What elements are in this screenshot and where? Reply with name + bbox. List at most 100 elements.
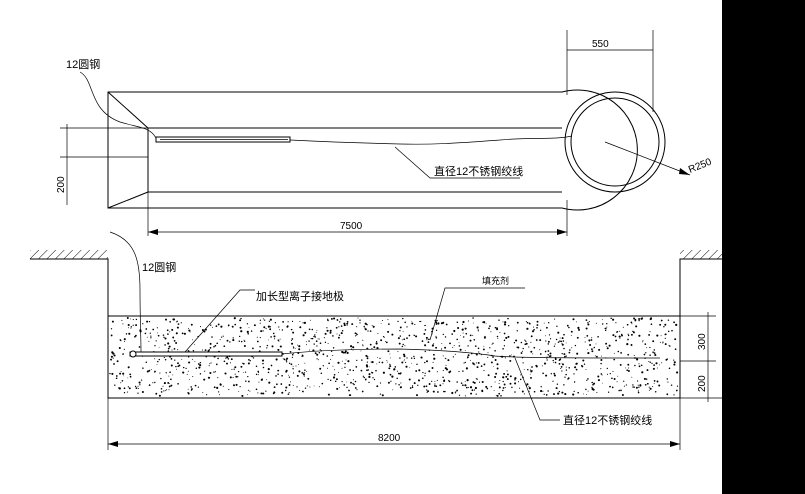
speckle-dot	[220, 336, 223, 338]
speckle-dot	[295, 365, 297, 367]
speckle-dot	[622, 326, 624, 328]
speckle-dot	[557, 392, 560, 395]
speckle-dot	[238, 340, 241, 342]
speckle-dot	[411, 322, 414, 325]
speckle-dot	[676, 371, 679, 374]
speckle-dot	[206, 394, 208, 396]
speckle-dot	[533, 390, 536, 393]
speckle-dot	[258, 374, 260, 376]
speckle-dot	[462, 336, 465, 338]
speckle-dot	[522, 362, 524, 364]
speckle-dot	[667, 330, 670, 333]
speckle-dot	[591, 387, 594, 391]
speckle-dot	[270, 336, 272, 338]
speckle-dot	[229, 362, 232, 364]
speckle-dot	[284, 389, 287, 392]
speckle-dot	[638, 365, 641, 368]
speckle-dot	[399, 357, 401, 359]
speckle-dot	[467, 356, 469, 358]
speckle-dot	[188, 361, 191, 364]
top-trench-outline	[107, 89, 638, 211]
speckle-dot	[260, 330, 263, 333]
speckle-dot	[558, 390, 561, 393]
speckle-dot	[655, 362, 658, 365]
speckle-dot	[565, 373, 567, 376]
speckle-dot	[188, 328, 189, 330]
speckle-dot	[577, 391, 580, 394]
speckle-dot	[504, 357, 506, 359]
speckle-dot	[343, 384, 346, 386]
speckle-dot	[443, 390, 445, 393]
speckle-dot	[344, 366, 346, 368]
speckle-dot	[282, 320, 285, 323]
speckle-dot	[612, 334, 615, 337]
speckle-dot	[390, 357, 392, 359]
speckle-dot	[632, 330, 634, 333]
speckle-dot	[606, 367, 608, 370]
speckle-dot	[154, 370, 156, 373]
speckle-dot	[543, 322, 545, 324]
speckle-dot	[473, 389, 476, 391]
speckle-dot	[561, 343, 564, 346]
speckle-dot	[408, 334, 411, 337]
speckle-dot	[123, 340, 126, 342]
speckle-dot	[653, 349, 656, 351]
speckle-dot	[316, 330, 318, 332]
speckle-dot	[275, 358, 278, 361]
speckle-dot	[273, 335, 276, 338]
speckle-dot	[361, 359, 363, 361]
speckle-dot	[630, 344, 633, 346]
speckle-dot	[366, 323, 368, 326]
speckle-dot	[391, 375, 394, 378]
speckle-dot	[240, 365, 243, 368]
speckle-dot	[203, 378, 206, 381]
speckle-dot	[413, 382, 416, 385]
speckle-dot	[247, 389, 249, 391]
speckle-dot	[660, 319, 663, 322]
speckle-dot	[547, 353, 549, 356]
speckle-dot	[170, 364, 173, 367]
speckle-dot	[399, 386, 402, 389]
speckle-dot	[467, 345, 469, 347]
speckle-dot	[628, 367, 630, 369]
speckle-dot	[343, 322, 346, 325]
speckle-dot	[327, 319, 329, 322]
speckle-dot	[389, 373, 392, 376]
speckle-dot	[290, 328, 293, 331]
speckle-dot	[562, 340, 565, 342]
speckle-dot	[462, 384, 464, 387]
speckle-dot	[334, 380, 337, 383]
speckle-dot	[168, 385, 171, 388]
speckle-dot	[568, 367, 570, 369]
speckle-dot	[615, 339, 618, 342]
speckle-dot	[541, 365, 543, 367]
speckle-dot	[310, 319, 312, 321]
speckle-dot	[394, 366, 397, 368]
speckle-dot	[183, 366, 185, 369]
speckle-dot	[496, 363, 499, 366]
speckle-dot	[367, 330, 369, 332]
speckle-dot	[298, 345, 301, 348]
speckle-dot	[318, 359, 320, 361]
speckle-dot	[359, 322, 361, 324]
speckle-dot	[308, 328, 311, 331]
speckle-dot	[540, 386, 542, 388]
speckle-dot	[519, 378, 522, 381]
speckle-dot	[233, 368, 235, 370]
speckle-dot	[247, 362, 250, 365]
speckle-dot	[243, 340, 246, 342]
speckle-dot	[467, 386, 470, 388]
speckle-dot	[434, 380, 436, 382]
speckle-dot	[190, 386, 192, 388]
speckle-dot	[493, 389, 495, 391]
speckle-dot	[210, 324, 212, 326]
speckle-dot	[207, 349, 210, 352]
speckle-dot	[420, 356, 423, 359]
speckle-dot	[525, 340, 527, 342]
speckle-dot	[401, 361, 404, 364]
speckle-dot	[111, 320, 114, 323]
speckle-dot	[167, 350, 170, 352]
speckle-dot	[591, 350, 594, 353]
speckle-dot	[549, 338, 552, 340]
speckle-dot	[158, 347, 160, 348]
